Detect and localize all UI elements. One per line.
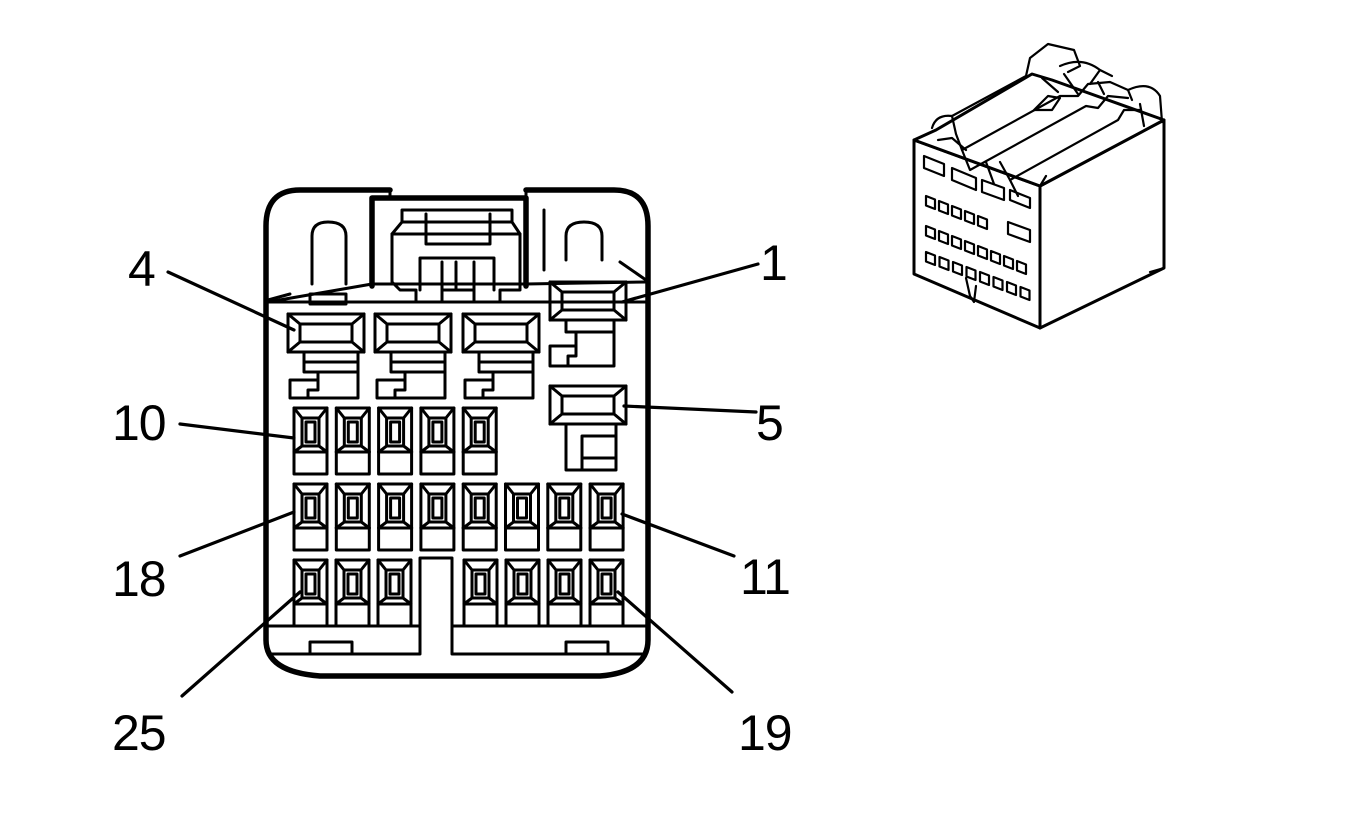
- leader-19: [616, 590, 734, 694]
- iso-opening: [1019, 285, 1031, 302]
- iso-opening: [938, 255, 950, 272]
- iso-opening: [924, 250, 937, 267]
- iso-opening: [1005, 280, 1018, 297]
- leader-lines: [166, 262, 760, 698]
- small-terminal-rows: [292, 406, 625, 628]
- housing-outline: [263, 187, 651, 679]
- terminal-cavity: [419, 406, 456, 476]
- terminal-cavity: [292, 482, 329, 552]
- terminal-cavity: [461, 406, 498, 476]
- cavity-large-5: [548, 384, 628, 472]
- connector-face-view: [263, 187, 651, 679]
- label-pin-11: 11: [740, 549, 790, 605]
- iso-opening: [989, 249, 1002, 266]
- leader-25: [180, 590, 302, 698]
- latch: [390, 208, 546, 304]
- label-pin-10: 10: [112, 395, 166, 451]
- latch-frame: [369, 195, 529, 289]
- terminal-cavity: [504, 482, 540, 552]
- iso-opening: [978, 270, 991, 287]
- label-pin-25: 25: [112, 705, 166, 761]
- iso-opening: [963, 209, 976, 226]
- terminal-cavity: [462, 558, 499, 628]
- leader-10: [178, 422, 296, 440]
- leader-1: [620, 262, 760, 304]
- terminal-cavity: [504, 558, 541, 628]
- terminal-cavity: [546, 558, 583, 628]
- label-pin-5: 5: [756, 395, 783, 451]
- iso-opening: [976, 214, 989, 231]
- side-cavity-column: [548, 280, 628, 472]
- cavity-large-2: [461, 312, 541, 400]
- guide-post-right: [564, 220, 604, 262]
- large-cavity-row: [286, 312, 541, 400]
- leader-11: [620, 512, 736, 558]
- leader-4: [166, 270, 296, 332]
- leader-5: [622, 404, 758, 414]
- iso-opening: [924, 224, 937, 241]
- terminal-cavity: [292, 406, 329, 476]
- terminal-cavity: [377, 406, 414, 476]
- iso-opening: [951, 260, 964, 277]
- guide-post-left: [310, 220, 348, 286]
- terminal-cavity: [377, 482, 414, 552]
- label-pin-18: 18: [112, 551, 166, 607]
- leader-18: [178, 510, 296, 558]
- terminal-cavity: [334, 482, 371, 552]
- cavity-large-4: [286, 312, 366, 400]
- cavity-large-1: [548, 280, 628, 368]
- terminal-cavity: [334, 558, 371, 628]
- connector-isometric-view: [912, 42, 1166, 330]
- pin-labels: 4 1 10 5 18 11 25 19: [112, 235, 793, 761]
- terminal-cavity: [546, 482, 583, 552]
- bottom-rail: [266, 624, 648, 656]
- terminal-cavity: [419, 482, 456, 552]
- cavity-large-3: [373, 312, 453, 400]
- label-pin-1: 1: [760, 235, 787, 291]
- iso-opening: [963, 239, 976, 256]
- iso-opening: [924, 194, 937, 211]
- label-pin-19: 19: [738, 705, 792, 761]
- terminal-cavity: [334, 406, 371, 476]
- iso-opening: [992, 275, 1004, 292]
- terminal-cavity: [376, 558, 413, 628]
- iso-front-openings: [922, 154, 1032, 244]
- iso-opening: [1002, 254, 1015, 271]
- iso-opening: [937, 199, 950, 216]
- iso-opening: [950, 204, 963, 221]
- label-pin-4: 4: [128, 241, 155, 297]
- iso-terminal-openings: [924, 194, 1031, 302]
- iso-opening: [937, 229, 950, 246]
- iso-opening: [965, 265, 977, 282]
- iso-opening: [976, 244, 989, 261]
- iso-opening: [1015, 259, 1028, 276]
- terminal-cavity: [588, 482, 625, 552]
- terminal-cavity: [461, 482, 498, 552]
- iso-opening: [950, 234, 963, 251]
